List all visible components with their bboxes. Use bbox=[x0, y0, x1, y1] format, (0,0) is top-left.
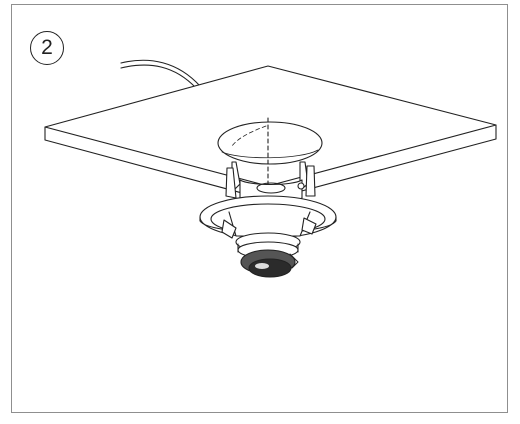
cable bbox=[120, 59, 201, 89]
ceiling-hole bbox=[217, 121, 323, 165]
step-number: 2 bbox=[41, 36, 53, 59]
cable-path bbox=[231, 117, 269, 209]
camera-lens bbox=[240, 249, 299, 278]
step-number-badge: 2 bbox=[30, 31, 64, 65]
